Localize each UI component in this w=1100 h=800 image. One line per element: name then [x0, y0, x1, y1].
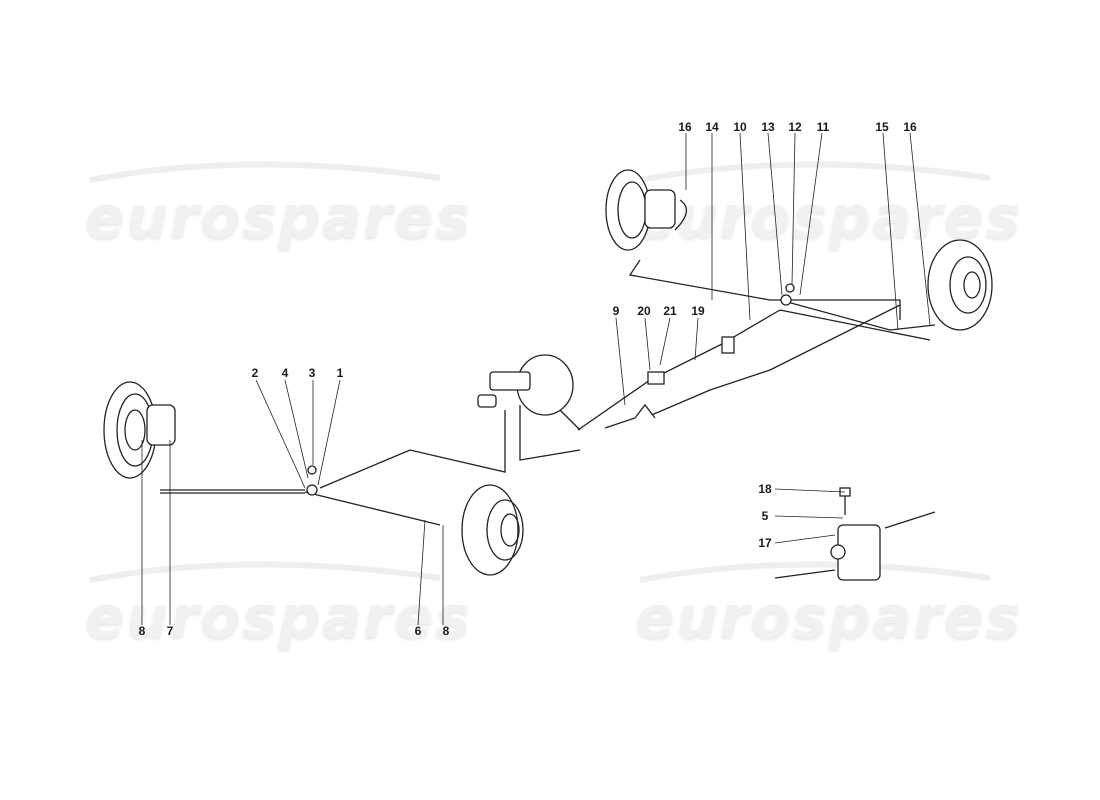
watermark: eurospares: [635, 183, 1022, 251]
part-label-21: 21: [663, 304, 677, 318]
part-label-15: 15: [875, 120, 889, 134]
part-label-6: 6: [414, 624, 422, 638]
rear-left-brake-disc: [605, 169, 687, 251]
rear-brake-lines: [628, 259, 936, 341]
handbrake-cable: [577, 304, 901, 431]
part-label-20: 20: [637, 304, 651, 318]
rear-right-brake-disc: [927, 239, 993, 331]
part-label-3: 3: [308, 366, 316, 380]
part-label-9: 9: [612, 304, 620, 318]
part-label-18: 18: [758, 482, 772, 496]
part-label-19: 19: [691, 304, 705, 318]
part-label-11: 11: [816, 120, 830, 134]
part-label-17: 17: [758, 536, 772, 550]
watermark-swooshes: [89, 161, 991, 583]
part-label-16: 16: [903, 120, 917, 134]
part-label-8: 8: [138, 624, 146, 638]
part-label-5: 5: [761, 509, 769, 523]
brake-pressure-regulator: [774, 487, 936, 581]
part-label-7: 7: [166, 624, 174, 638]
watermark: eurospares: [85, 183, 472, 251]
part-label-8: 8: [442, 624, 450, 638]
front-brake-lines: [160, 405, 581, 526]
brake-servo-master-cylinder: [477, 354, 581, 431]
watermark: eurospares: [85, 583, 472, 651]
part-label-12: 12: [788, 120, 802, 134]
front-right-brake-disc: [461, 484, 524, 576]
part-label-10: 10: [733, 120, 747, 134]
part-label-13: 13: [761, 120, 775, 134]
part-label-4: 4: [281, 366, 289, 380]
part-label-16: 16: [678, 120, 692, 134]
part-label-2: 2: [251, 366, 259, 380]
part-label-1: 1: [336, 366, 344, 380]
watermark: eurospares: [635, 583, 1022, 651]
front-left-brake-disc: [103, 381, 176, 479]
leader-lines: [141, 132, 931, 626]
part-label-14: 14: [705, 120, 719, 134]
